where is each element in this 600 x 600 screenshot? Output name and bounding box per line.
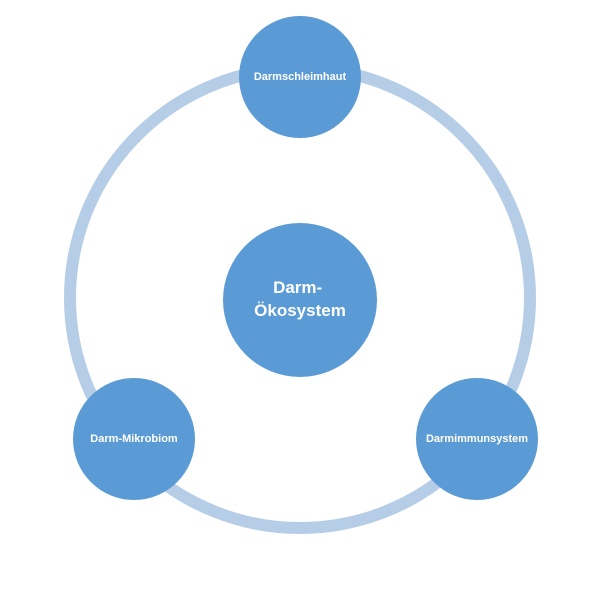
node-top-label: Darmschleimhaut	[254, 71, 347, 83]
center-node-circle	[223, 223, 377, 377]
node-top-circle	[239, 16, 361, 138]
center-label-line1: Darm-	[273, 278, 322, 297]
node-right-circle	[416, 378, 538, 500]
center-node-label: Darm- Ökosystem	[254, 278, 346, 320]
node-left-label: Darm-Mikrobiom	[90, 433, 178, 445]
center-label-line2: Ökosystem	[254, 301, 346, 320]
node-right-label: Darmimmunsystem	[426, 433, 528, 445]
center-node: Darm- Ökosystem	[223, 223, 377, 377]
node-right: Darmimmunsystem	[416, 378, 538, 500]
node-top: Darmschleimhaut	[239, 16, 361, 138]
node-left: Darm-Mikrobiom	[73, 378, 195, 500]
node-left-circle	[73, 378, 195, 500]
